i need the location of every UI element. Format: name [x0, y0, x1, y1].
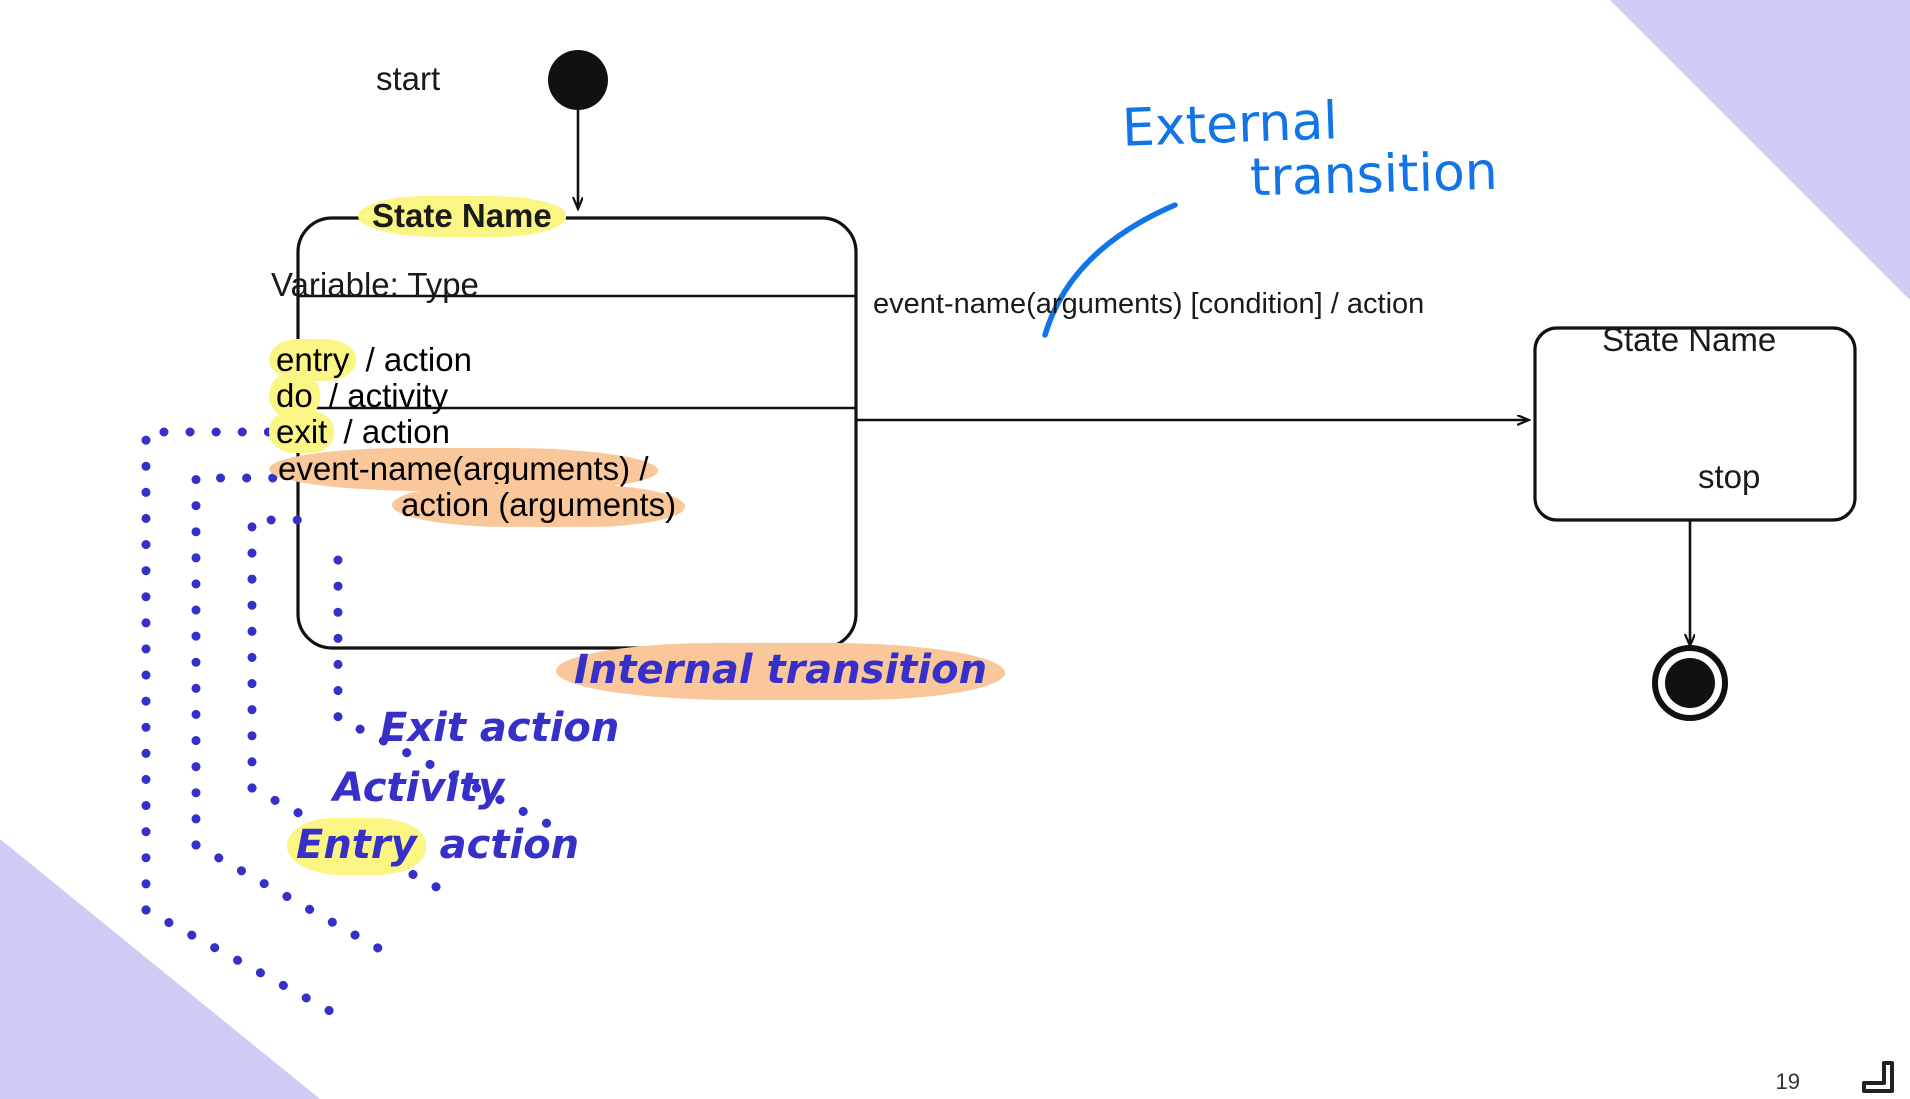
exit-rest: / action — [334, 413, 450, 450]
state-left-variable: Variable: Type — [271, 266, 479, 303]
page-number: 19 — [1775, 1069, 1800, 1094]
internal-transition-event: event-name(arguments) / — [269, 448, 658, 491]
entry-keyword: entry — [269, 339, 357, 381]
state-left-internal-transition-line1: event-name(arguments) / — [269, 448, 658, 491]
entry-rest: / action — [356, 341, 472, 378]
state-right-box — [1533, 326, 1857, 522]
internal-transition-action: action (arguments) — [392, 484, 686, 527]
connector-activity — [191, 473, 305, 850]
connector-exit — [247, 515, 305, 793]
handwritten-pointer-curve — [1042, 202, 1178, 338]
callout-activity-text: Activity — [333, 765, 505, 811]
state-left-exit-row: exit / action — [269, 411, 450, 453]
exit-keyword: exit — [269, 411, 335, 453]
callout-activity: Activity — [333, 768, 504, 808]
start-node — [548, 50, 608, 110]
handwritten-external-line2: transition — [1249, 141, 1499, 209]
callout-exit-action: Exit action — [380, 708, 619, 748]
connector-internal-transition — [333, 555, 561, 833]
callout-internal-transition: Internal transition — [556, 643, 1006, 700]
connector-entry — [141, 427, 305, 915]
corner-crop-mark-icon — [1862, 1061, 1894, 1093]
state-left-name: State Name — [358, 196, 566, 237]
do-keyword: do — [269, 375, 320, 417]
state-left-do-row: do / activity — [269, 375, 449, 417]
callout-internal-transition-text: Internal transition — [556, 643, 1006, 700]
start-label: start — [376, 60, 441, 97]
state-left-entry-row: entry / action — [269, 339, 472, 381]
connector-entry-tail — [141, 905, 355, 1027]
callout-entry-rest: action — [425, 822, 580, 868]
do-rest: / activity — [319, 377, 449, 414]
final-state-inner-dot — [1665, 658, 1715, 708]
external-transition-label: event-name(arguments) [condition] / acti… — [873, 288, 1425, 320]
state-right-name: State Name — [1602, 321, 1777, 358]
stop-label: stop — [1698, 458, 1761, 495]
callout-exit-action-text: Exit action — [380, 705, 620, 751]
callout-entry-keyword: Entry — [287, 818, 426, 875]
callout-entry-action: Entry action — [287, 818, 580, 875]
state-left-internal-transition-line2: action (arguments) — [392, 484, 686, 527]
